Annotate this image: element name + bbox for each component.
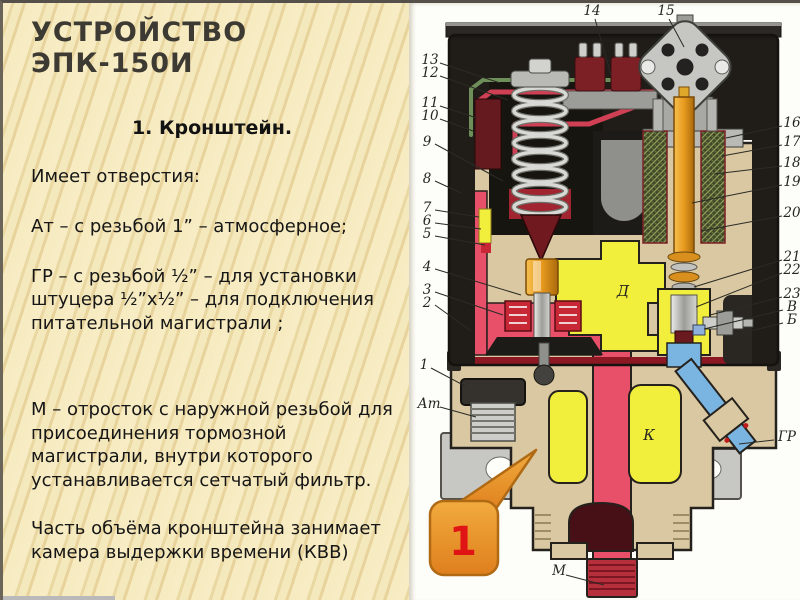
mesh-filter-dome (568, 501, 634, 552)
diagram-label-9: 9 (423, 134, 432, 150)
leader-line-8 (434, 180, 462, 194)
center-block (593, 131, 649, 235)
neck-threads (535, 514, 689, 540)
leader-line-3 (434, 291, 504, 316)
diagram-label-13: 13 (421, 52, 438, 68)
paragraph-kvv: Часть объёма кронштейна занимает камера … (31, 517, 381, 563)
leader-line-9 (434, 143, 504, 182)
diagram-label-6: 6 (423, 213, 432, 229)
time-chamber-lobes (548, 384, 682, 484)
section-heading: 1. Кронштейн. (131, 117, 293, 139)
fitting-b (692, 310, 754, 336)
leader-line-22 (695, 272, 783, 308)
paragraph-holes-intro: Имеет отверстия: (31, 166, 200, 187)
leader-line-23 (709, 296, 783, 316)
diagram-label-7: 7 (423, 200, 432, 216)
diagram-label-16: 16 (783, 115, 800, 131)
callout-number: 1 (449, 519, 477, 565)
leader-line-11 (439, 105, 478, 119)
paragraph-m-port: М – отросток с наружной резьбой для прис… (31, 398, 393, 491)
diagram-label-3: 3 (423, 282, 432, 298)
leader-line-10 (439, 118, 474, 132)
regulator-spring (511, 85, 569, 217)
diagram-label-11: 11 (421, 95, 438, 111)
leader-line-Ат (439, 406, 477, 418)
diagram-label-21: 21 (782, 249, 800, 265)
diagram-label-Д: Д (616, 282, 630, 300)
slide-title: УСТРОЙСТВО ЭПК-150И (31, 17, 248, 79)
diagram-label-5: 5 (423, 226, 432, 242)
diagram-label-В: В (786, 299, 797, 315)
collar (550, 542, 674, 560)
leader-line-16 (725, 125, 783, 139)
diagram-label-8: 8 (423, 171, 432, 187)
epk150-cutaway-diagram: 13121110987654321Ат14151617181920212223В… (416, 3, 800, 598)
leader-line-12 (439, 75, 509, 101)
leader-line-2 (434, 304, 472, 332)
leader-line-18 (713, 165, 783, 175)
atmospheric-port-at (460, 378, 526, 442)
diagram-label-10: 10 (421, 108, 439, 124)
paragraph-at-port: Ат – с резьбой 1” – атмосферное; (31, 215, 348, 237)
diagram-label-20: 20 (782, 205, 800, 221)
leader-line-17 (721, 144, 783, 157)
leader-line-1 (430, 367, 466, 387)
leader-line-13 (439, 62, 501, 84)
diagram-label-К: К (642, 426, 655, 444)
diagram-label-М: М (551, 563, 567, 579)
leader-line-5 (434, 235, 486, 246)
feed-line-port-gr (674, 357, 757, 455)
leader-line-В (703, 309, 784, 330)
leader-line-14 (594, 18, 612, 76)
diagram-label-Б: Б (786, 312, 797, 328)
diagram-label-Ат: Ат (416, 396, 440, 412)
diagram-label-23: 23 (782, 286, 800, 302)
slide-edge (3, 596, 115, 600)
diagram-label-2: 2 (422, 295, 432, 311)
leader-line-21 (693, 259, 783, 288)
leader-line-Б (729, 322, 784, 337)
pressure-regulator (478, 58, 603, 386)
leader-line-7 (434, 209, 480, 218)
leader-line-20 (700, 215, 783, 232)
leader-line-М (565, 574, 605, 586)
diagram-label-18: 18 (783, 155, 800, 171)
electromagnet (642, 86, 726, 368)
leader-line-4 (434, 268, 522, 296)
leader-line-15 (668, 18, 685, 48)
diagram-label-17: 17 (783, 134, 800, 150)
leader-line-19 (691, 184, 783, 204)
diagram-label-ГР: ГР (777, 429, 797, 445)
diagram-label-14: 14 (583, 3, 600, 19)
paragraph-gr-port: ГР – с резьбой ½” – для установки штуцер… (31, 265, 375, 335)
text-panel: УСТРОЙСТВО ЭПК-150И 1. Кронштейн. Имеет … (3, 3, 409, 600)
diagram-label-1: 1 (420, 357, 429, 373)
diagram-label-19: 19 (783, 174, 800, 190)
diagram-label-12: 12 (421, 65, 438, 81)
leader-line-6 (434, 222, 482, 230)
diagram-label-15: 15 (657, 3, 674, 19)
brake-line-port-m (586, 558, 638, 598)
callout-1: 1 (428, 448, 538, 577)
diagram-label-4: 4 (422, 259, 432, 275)
leader-line-ГР (738, 439, 775, 445)
diagram-label-22: 22 (782, 262, 800, 278)
